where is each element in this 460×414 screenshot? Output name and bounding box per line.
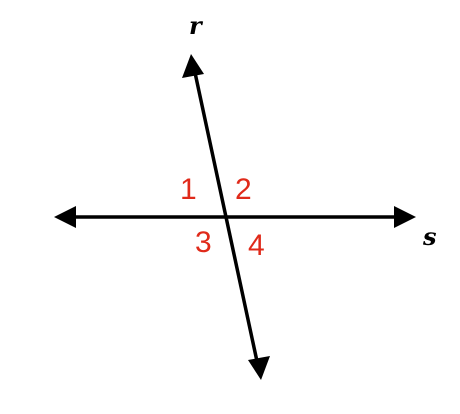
line-r-top-arrowhead: [182, 54, 204, 78]
line-r: [192, 67, 260, 367]
line-s-right-arrowhead: [394, 206, 416, 228]
line-s-left-arrowhead: [54, 206, 76, 228]
angle-label-3: 3: [195, 226, 212, 259]
line-r-label: r: [189, 11, 204, 40]
line-r-bottom-arrowhead: [248, 356, 270, 380]
angle-label-2: 2: [235, 173, 252, 206]
angle-label-4: 4: [248, 229, 265, 262]
angle-label-1: 1: [180, 173, 197, 206]
line-s-label: s: [422, 222, 437, 251]
